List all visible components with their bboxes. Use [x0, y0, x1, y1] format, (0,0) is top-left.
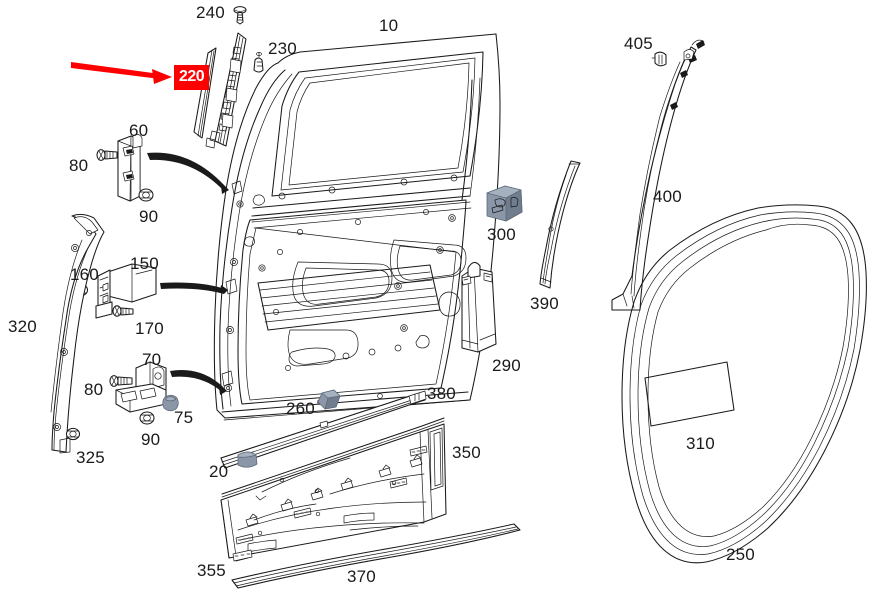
callout-label-325: 325 [76, 448, 105, 467]
part-80-upper-bolt [96, 149, 118, 161]
part-320-pillar-trim [50, 213, 105, 454]
part-90-lower-nut [139, 411, 155, 425]
part-150-check-strap [95, 263, 157, 319]
callout-label-80: 80 [84, 380, 104, 399]
callout-label-60: 60 [129, 121, 149, 140]
callout-label-290: 290 [492, 356, 521, 375]
part-90-upper-nut [138, 188, 154, 202]
callout-label-260: 260 [286, 399, 315, 418]
callout-label-80: 80 [69, 156, 89, 175]
callout-label-380: 380 [427, 384, 456, 403]
highlight-red-arrow[interactable] [71, 62, 172, 84]
callout-label-240: 240 [196, 3, 225, 22]
part-80-lower-bolt [109, 375, 133, 387]
callout-label-310: 310 [686, 434, 715, 453]
part-290-bracket [461, 261, 497, 353]
callout-label-250: 250 [726, 545, 755, 564]
callout-label-300: 300 [487, 225, 516, 244]
part-240-screw [233, 6, 247, 25]
callout-label-355: 355 [197, 561, 226, 580]
part-310-inner-panel-patch [644, 361, 735, 427]
callout-label-160: 160 [70, 265, 99, 284]
part-70-lower-hinge [115, 361, 167, 413]
callout-label-405: 405 [624, 34, 653, 53]
part-220-trim-strip [193, 32, 247, 149]
callout-label-75: 75 [174, 408, 194, 427]
part-350-outer-panel [220, 417, 447, 559]
part-20-grommet [237, 451, 258, 468]
part-355-clip [232, 549, 253, 562]
callout-label-10: 10 [379, 16, 399, 35]
part-250-door-seal [621, 204, 867, 564]
callout-label-90: 90 [141, 430, 161, 449]
callout-label-150: 150 [130, 254, 159, 273]
part-230-clip [253, 52, 264, 73]
part-260-plug [317, 389, 341, 410]
callout-label-230: 230 [268, 39, 297, 58]
callout-label-320: 320 [8, 317, 37, 336]
callout-label-70: 70 [142, 350, 162, 369]
callout-label-90: 90 [139, 207, 159, 226]
callout-label-20: 20 [209, 462, 229, 481]
part-370-sill-moulding [231, 523, 521, 589]
part-170-bolt [112, 305, 134, 317]
callout-label-170: 170 [135, 319, 164, 338]
part-75-hinge-cap [162, 394, 179, 412]
part-60-upper-hinge [117, 134, 143, 202]
part-10-door-shell [213, 33, 501, 421]
callout-label-370: 370 [347, 567, 376, 586]
part-300-bump-stop [486, 185, 523, 222]
highlighted-callout-label-220[interactable]: 220 [174, 65, 210, 90]
part-405-fastener [651, 51, 667, 67]
part-380-beltline-moulding [220, 390, 427, 469]
part-400-c-pillar-trim [611, 39, 705, 311]
part-325-clip [65, 427, 81, 441]
callout-label-400: 400 [653, 187, 682, 206]
leader-arrows [147, 152, 229, 395]
callout-label-390: 390 [530, 294, 559, 313]
callout-label-350: 350 [452, 443, 481, 462]
part-390-quarter-window-trim [539, 160, 581, 289]
